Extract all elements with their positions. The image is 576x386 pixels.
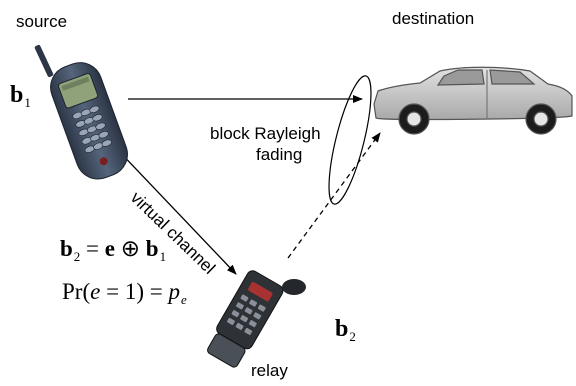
flip-phone-icon	[207, 270, 306, 368]
fading-label-line2: fading	[256, 145, 303, 164]
relay-destination-link	[287, 132, 381, 259]
virtual-channel-link	[115, 147, 237, 275]
cell-phone-icon	[34, 44, 128, 180]
car-icon	[373, 66, 573, 135]
source-bits-label: b1	[10, 82, 31, 110]
source-label: source	[16, 12, 68, 31]
fading-label-line1: block Rayleigh	[210, 124, 321, 143]
relay-bits-label: b2	[335, 316, 356, 344]
fading-ellipse	[328, 75, 372, 205]
destination-label: destination	[392, 9, 475, 28]
error-probability: Pr(e = 1) = pe	[62, 279, 187, 307]
relay-label: relay	[251, 361, 288, 380]
xor-relation: b2 = e ⊕ b1	[60, 236, 167, 264]
